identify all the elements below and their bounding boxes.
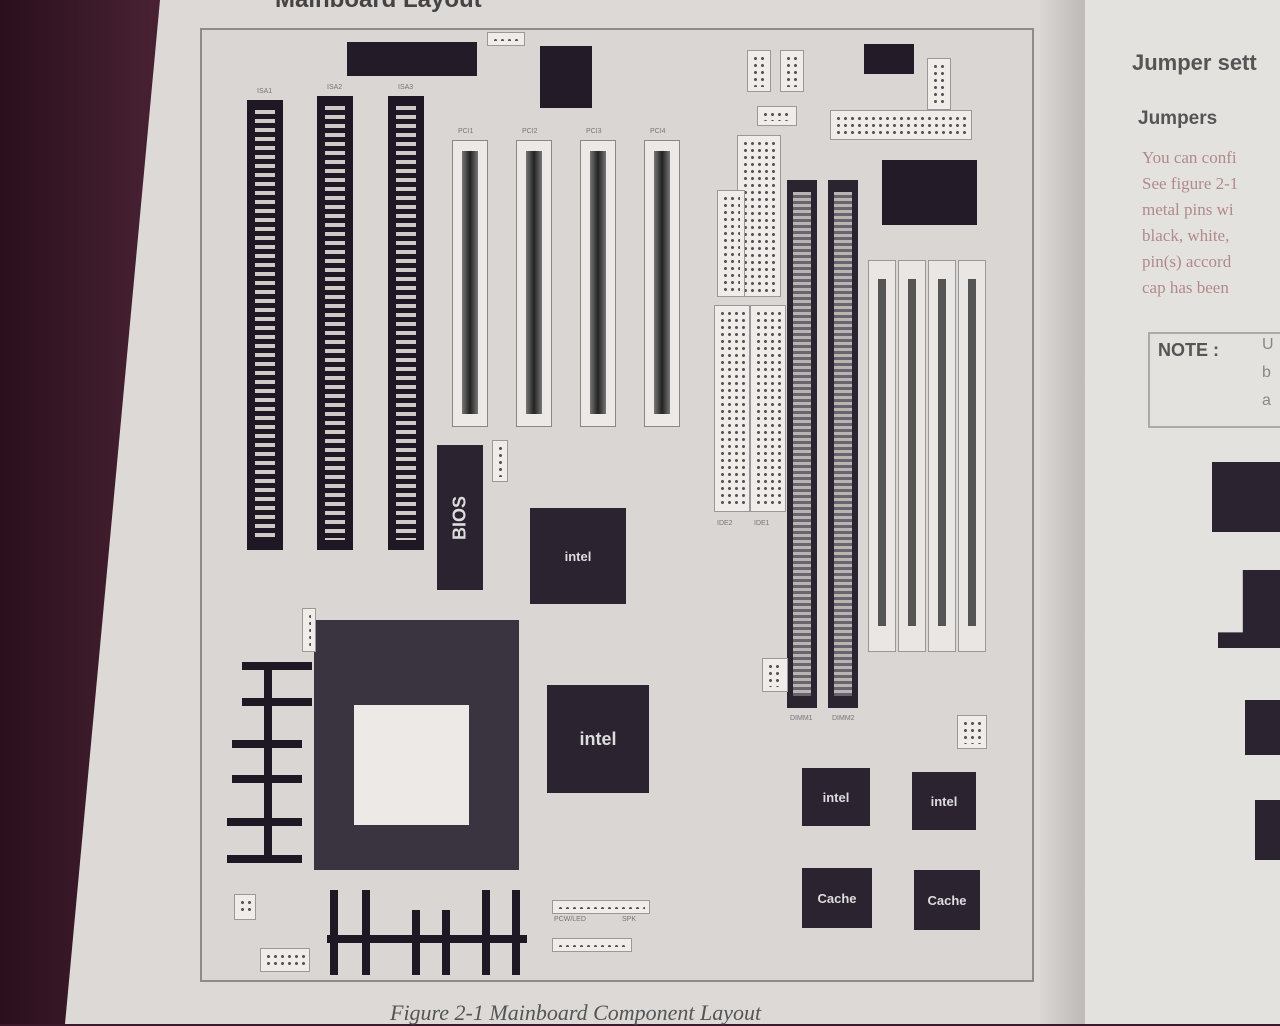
page-heading: Mainboard Layout bbox=[275, 0, 482, 14]
trace bbox=[412, 910, 420, 975]
isa-slot bbox=[247, 100, 283, 550]
cache-tag-chip: intel bbox=[802, 768, 870, 826]
pci-label: PCI3 bbox=[586, 128, 602, 135]
chipset: intel bbox=[547, 685, 649, 793]
note-box bbox=[1148, 332, 1280, 428]
cache-chip: Cache bbox=[802, 868, 872, 928]
isa-label: ISA3 bbox=[398, 84, 414, 91]
dimm-slot bbox=[828, 180, 858, 708]
jumper-header bbox=[302, 608, 316, 652]
simm-slot bbox=[928, 260, 956, 652]
note-text: a bbox=[1262, 392, 1271, 409]
header-block bbox=[717, 190, 745, 297]
ide-label: IDE2 bbox=[717, 520, 733, 527]
isa-label: ISA1 bbox=[257, 88, 273, 95]
figure-caption: Figure 2-1 Mainboard Component Layout bbox=[390, 1000, 762, 1025]
jumper-block bbox=[757, 106, 797, 126]
cache-tag-chip: intel bbox=[912, 772, 976, 830]
pwr-led-label: PCW/LED bbox=[554, 916, 586, 923]
pci-label: PCI2 bbox=[522, 128, 538, 135]
com1-header bbox=[747, 50, 771, 92]
dimm-label: DIMM1 bbox=[790, 715, 813, 722]
trace bbox=[442, 910, 450, 975]
jumper-illustration bbox=[1255, 800, 1280, 860]
isa-slot bbox=[388, 96, 424, 550]
jumper-block bbox=[957, 715, 987, 749]
pci-label: PCI4 bbox=[650, 128, 666, 135]
pci-slot bbox=[580, 140, 616, 427]
section-subtitle: Jumpers bbox=[1138, 108, 1218, 129]
spk-label: SPK bbox=[622, 916, 637, 923]
jumper-block bbox=[927, 58, 951, 110]
jumper-header bbox=[492, 440, 508, 482]
vrm-trace bbox=[264, 662, 272, 862]
body-text-line: black, white, bbox=[1142, 226, 1230, 245]
power-connector bbox=[864, 44, 914, 74]
body-text-line: pin(s) accord bbox=[1142, 252, 1232, 271]
cpu-socket-cavity bbox=[354, 705, 469, 825]
chipset: intel bbox=[530, 508, 626, 604]
isa-slot bbox=[317, 96, 353, 550]
trace bbox=[330, 890, 338, 975]
jumper-illustration bbox=[1212, 462, 1280, 532]
com2-header bbox=[780, 50, 804, 92]
note-text: U bbox=[1262, 336, 1274, 353]
pci-slot bbox=[452, 140, 488, 427]
jumper-header bbox=[487, 32, 525, 46]
pci-slot bbox=[644, 140, 680, 427]
body-text-line: cap has been bbox=[1142, 278, 1229, 297]
isa-label: ISA2 bbox=[327, 84, 343, 91]
pci-label: PCI1 bbox=[458, 128, 474, 135]
vrm-trace bbox=[242, 662, 312, 670]
dimm-label: DIMM2 bbox=[832, 715, 855, 722]
pci-slot bbox=[516, 140, 552, 427]
ide-label: IDE1 bbox=[754, 520, 770, 527]
vrm-trace bbox=[242, 698, 312, 706]
jumper-illustration bbox=[1245, 700, 1280, 755]
chip-top bbox=[540, 46, 592, 108]
front-panel-header bbox=[552, 900, 650, 914]
jumper-block bbox=[260, 948, 310, 972]
jumper-block bbox=[234, 894, 256, 920]
power-header bbox=[830, 110, 972, 140]
note-text: b bbox=[1262, 364, 1271, 381]
cpu-socket bbox=[314, 620, 519, 870]
bios-chip: BIOS bbox=[437, 445, 483, 590]
keyboard-connector bbox=[347, 42, 477, 76]
trace bbox=[482, 890, 490, 975]
trace bbox=[327, 935, 527, 943]
ide-connector bbox=[714, 305, 750, 512]
dimm-slot bbox=[787, 180, 817, 708]
cache-chip: Cache bbox=[914, 870, 980, 930]
body-text-line: See figure 2-1 bbox=[1142, 174, 1239, 193]
io-chip bbox=[882, 160, 977, 225]
ide-connector bbox=[750, 305, 786, 512]
mainboard-diagram: ISA1 ISA2 ISA3 PCI1 PCI2 PCI3 PCI4 IDE2 … bbox=[200, 28, 1034, 982]
simm-slot bbox=[898, 260, 926, 652]
trace bbox=[512, 890, 520, 975]
section-title: Jumper sett bbox=[1132, 50, 1257, 75]
simm-slot bbox=[868, 260, 896, 652]
body-text-line: You can confi bbox=[1142, 148, 1237, 167]
note-label: NOTE : bbox=[1158, 340, 1219, 360]
trace bbox=[362, 890, 370, 975]
simm-slot bbox=[958, 260, 986, 652]
jumper-block bbox=[762, 658, 788, 692]
body-text-line: metal pins wi bbox=[1142, 200, 1234, 219]
front-panel-header bbox=[552, 938, 632, 952]
